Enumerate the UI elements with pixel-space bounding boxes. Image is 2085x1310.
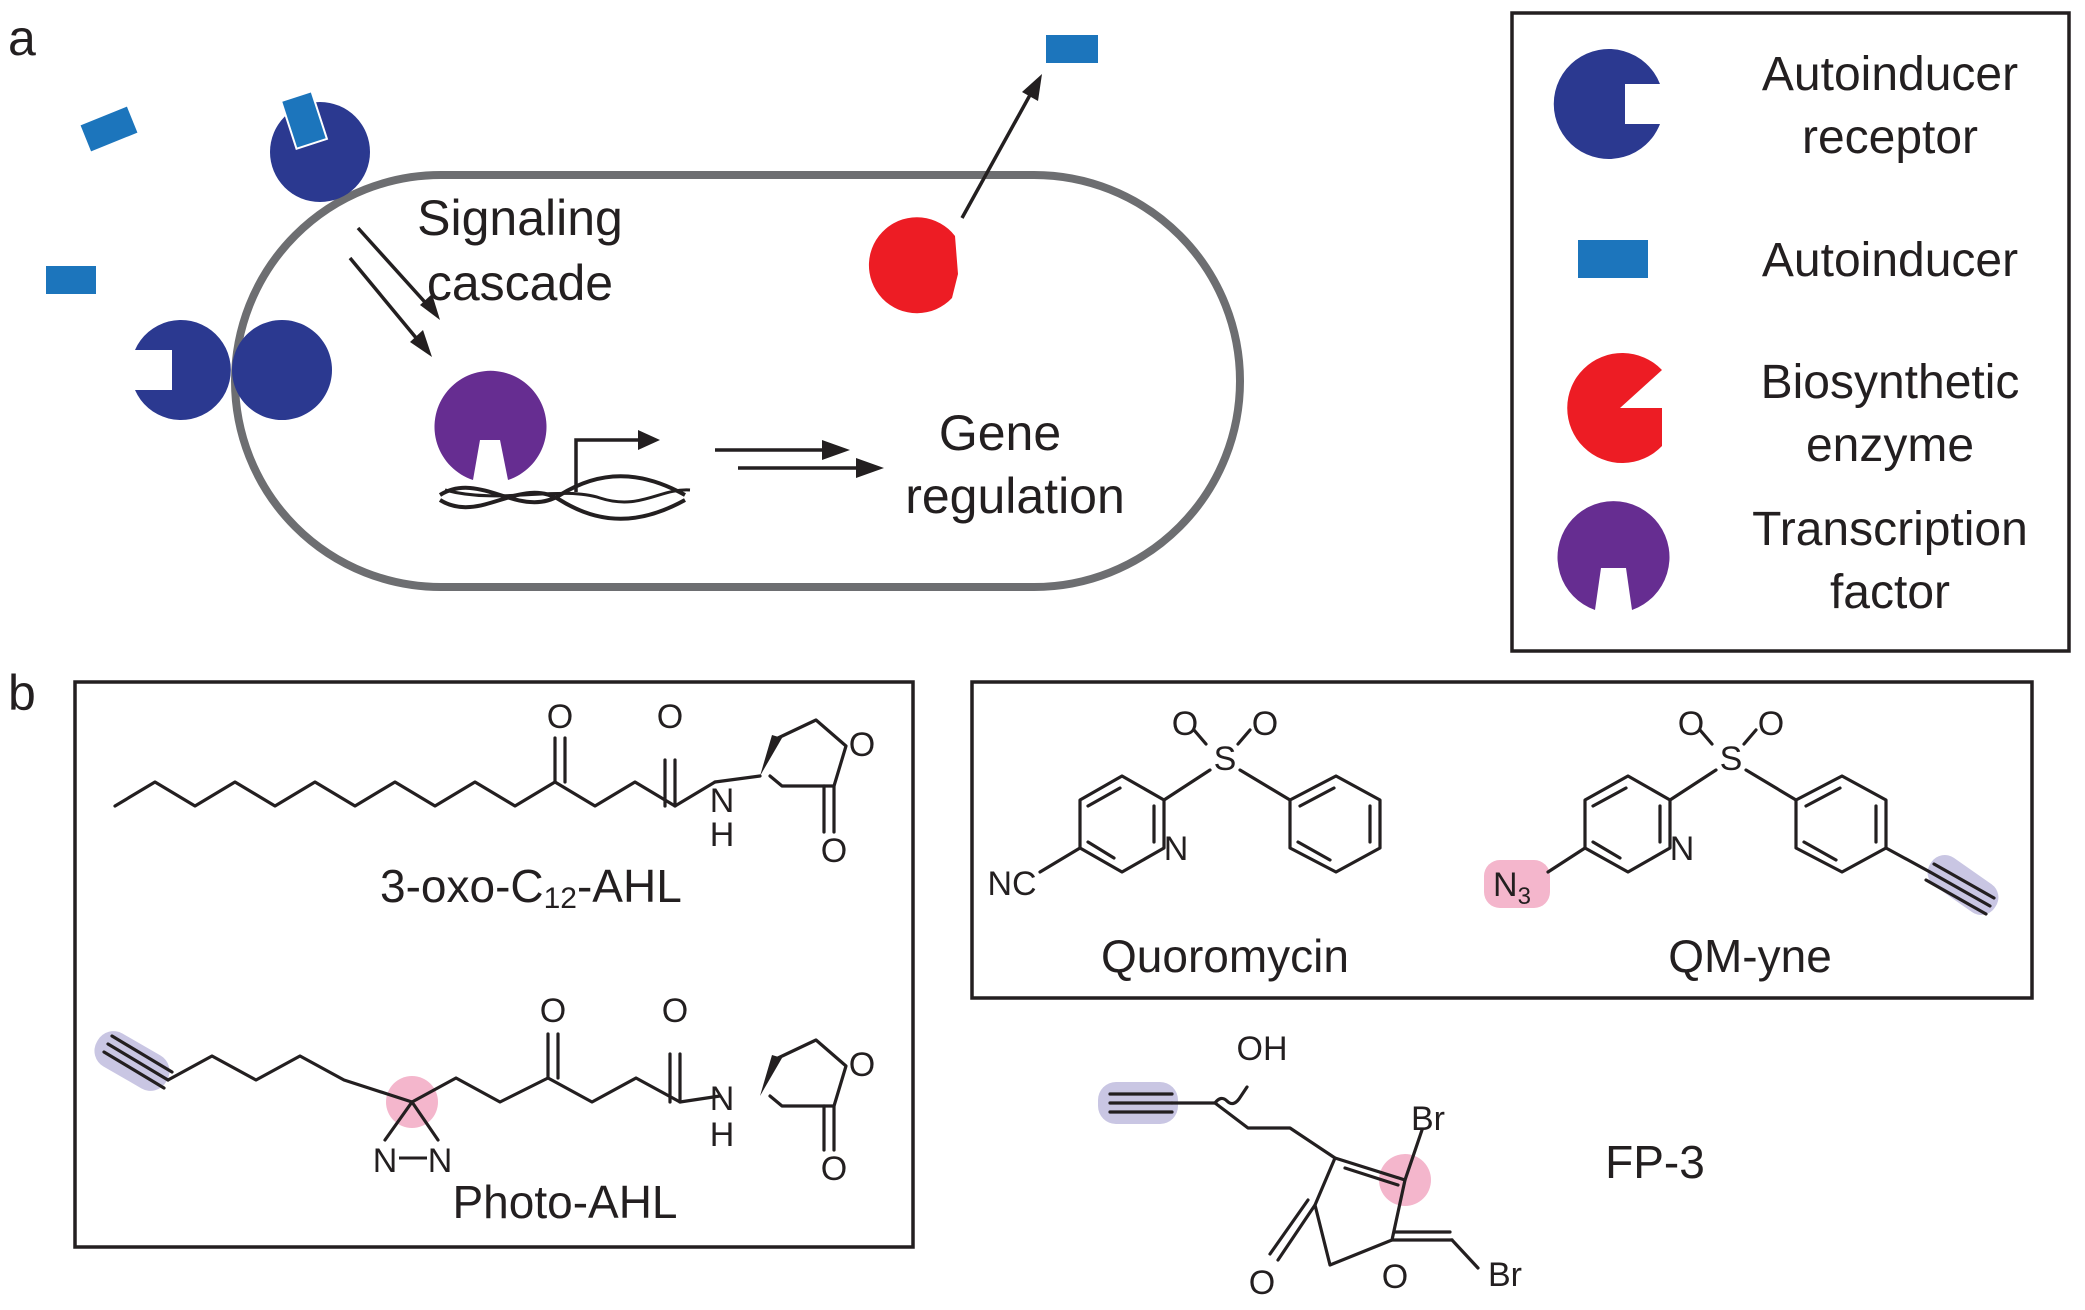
fp3-label: FP-3	[1605, 1136, 1705, 1188]
qmyne-azide-highlight	[1484, 860, 1550, 908]
oxo-ahl-h: H	[710, 816, 735, 854]
fp3-carbonyl-o: O	[1249, 1264, 1275, 1302]
gene-label-2: regulation	[905, 468, 1125, 524]
autoinducer-bound	[279, 90, 329, 150]
oxo-ahl-ring-o: O	[849, 726, 875, 764]
photo-ahl-o1: O	[540, 992, 566, 1030]
gene-regulation-arrows	[715, 440, 884, 478]
ahl-box	[73, 680, 915, 1249]
quoromycin-s: S	[1214, 740, 1237, 778]
legend-receptor-line2: receptor	[1802, 111, 1978, 164]
quoromycin-nc: NC	[987, 865, 1036, 903]
legend-enzyme-line2: enzyme	[1806, 419, 1974, 472]
fp3-structure	[1108, 1085, 1480, 1270]
transcription-factor	[434, 370, 547, 480]
signaling-label-1: Signaling	[417, 190, 623, 246]
legend-autoinducer-icon	[1578, 240, 1648, 278]
fp3-oh: OH	[1237, 1030, 1288, 1068]
legend-autoinducer-line1: Autoinducer	[1762, 234, 2018, 287]
signaling-label-2: cascade	[427, 255, 613, 311]
panel-label-a: a	[8, 10, 36, 66]
photo-ahl-label: Photo-AHL	[452, 1176, 677, 1228]
quoromycin-o2: O	[1252, 705, 1278, 743]
oxo-ahl-label: 3-oxo-C12-AHL	[380, 860, 682, 915]
qmyne-structure	[1546, 728, 1996, 916]
oxo-ahl-o1: O	[547, 698, 573, 736]
qmyne-label: QM-yne	[1668, 930, 1832, 982]
photo-ahl-n2: N	[428, 1142, 453, 1180]
photo-ahl-n1: N	[373, 1142, 398, 1180]
cell-outline	[231, 171, 1244, 591]
release-arrow	[960, 74, 1042, 219]
legend-tf-line2: factor	[1830, 566, 1950, 619]
photo-ahl-o2: O	[662, 992, 688, 1030]
photo-ahl-n: N	[710, 1080, 735, 1118]
autoinducer-released	[1046, 35, 1098, 63]
promoter-arrow	[574, 430, 660, 492]
qmyne-azide: N3	[1493, 866, 1531, 910]
oxo-ahl-o2: O	[657, 698, 683, 736]
panel-label-b: b	[8, 665, 36, 721]
quoromycin-box	[970, 680, 2034, 1000]
fp3-br2: Br	[1488, 1256, 1522, 1294]
legend-enzyme-line1: Biosynthetic	[1761, 356, 2020, 409]
gene-label-1: Gene	[939, 405, 1061, 461]
legend-box	[1510, 11, 2071, 653]
photo-ahl-h: H	[710, 1116, 735, 1154]
photo-ahl-o3: O	[821, 1150, 847, 1188]
oxo-ahl-structure	[113, 718, 848, 834]
legend-tf-icon	[1557, 501, 1670, 610]
photo-ahl-structure	[102, 1032, 848, 1152]
fp3-ring-o: O	[1382, 1258, 1408, 1296]
autoinducer-free-2	[46, 266, 96, 294]
qmyne-n: N	[1670, 830, 1695, 868]
legend-enzyme-icon	[1567, 353, 1662, 463]
oxo-ahl-o3: O	[821, 832, 847, 870]
autoinducer-free-1	[80, 106, 138, 152]
legend-receptor-icon	[1553, 48, 1660, 159]
photo-ahl-ring-o: O	[849, 1046, 875, 1084]
signaling-arrows	[348, 226, 440, 357]
quoromycin-label: Quoromycin	[1101, 930, 1349, 982]
receptor-free	[232, 320, 332, 421]
dna	[438, 474, 691, 521]
quoromycin-structure	[1038, 728, 1382, 874]
qmyne-s: S	[1720, 740, 1743, 778]
oxo-ahl-n: N	[710, 782, 735, 820]
qmyne-o2: O	[1758, 705, 1784, 743]
receptor-free-shape	[135, 319, 231, 420]
quoromycin-n: N	[1164, 830, 1189, 868]
legend-tf-line1: Transcription	[1752, 503, 2028, 556]
fp3-br1: Br	[1411, 1100, 1445, 1138]
qmyne-o1: O	[1678, 705, 1704, 743]
quoromycin-o1: O	[1172, 705, 1198, 743]
enzyme-in-cell	[868, 217, 958, 314]
legend-receptor-line1: Autoinducer	[1762, 48, 2018, 101]
